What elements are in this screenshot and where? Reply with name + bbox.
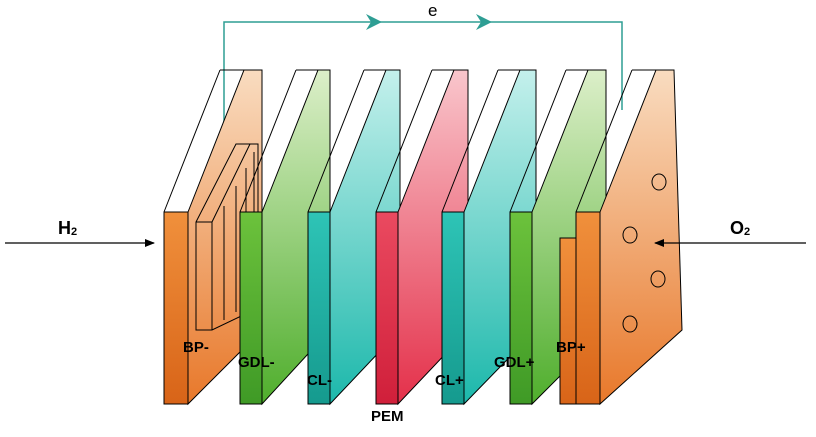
electron-arrow-2 <box>476 14 492 30</box>
bp-plus-layer <box>559 69 683 406</box>
external-circuit: e <box>223 1 623 150</box>
label-bp-minus: BP- <box>183 339 209 356</box>
gas-hole <box>622 315 638 333</box>
label-cl-plus: CL+ <box>435 372 464 389</box>
electron-label: e <box>428 1 437 20</box>
o2-inlet: O2 <box>654 218 806 247</box>
circuit-wire <box>223 21 623 150</box>
label-cl-minus: CL- <box>307 372 332 389</box>
h2-label: H2 <box>58 218 77 238</box>
o2-label: O2 <box>730 218 750 238</box>
label-gdl-plus: GDL+ <box>494 354 535 371</box>
label-pem: PEM <box>371 408 404 425</box>
electron-arrow-1 <box>366 14 382 30</box>
gas-hole <box>651 173 667 191</box>
h2-inlet: H2 <box>5 218 155 247</box>
gas-hole <box>622 226 638 244</box>
layer-labels: BP- GDL- CL- PEM CL+ GDL+ BP+ <box>183 339 586 425</box>
label-bp-plus: BP+ <box>556 339 586 356</box>
gas-hole <box>650 270 666 288</box>
gas-holes <box>622 173 667 333</box>
label-gdl-minus: GDL- <box>238 354 275 371</box>
